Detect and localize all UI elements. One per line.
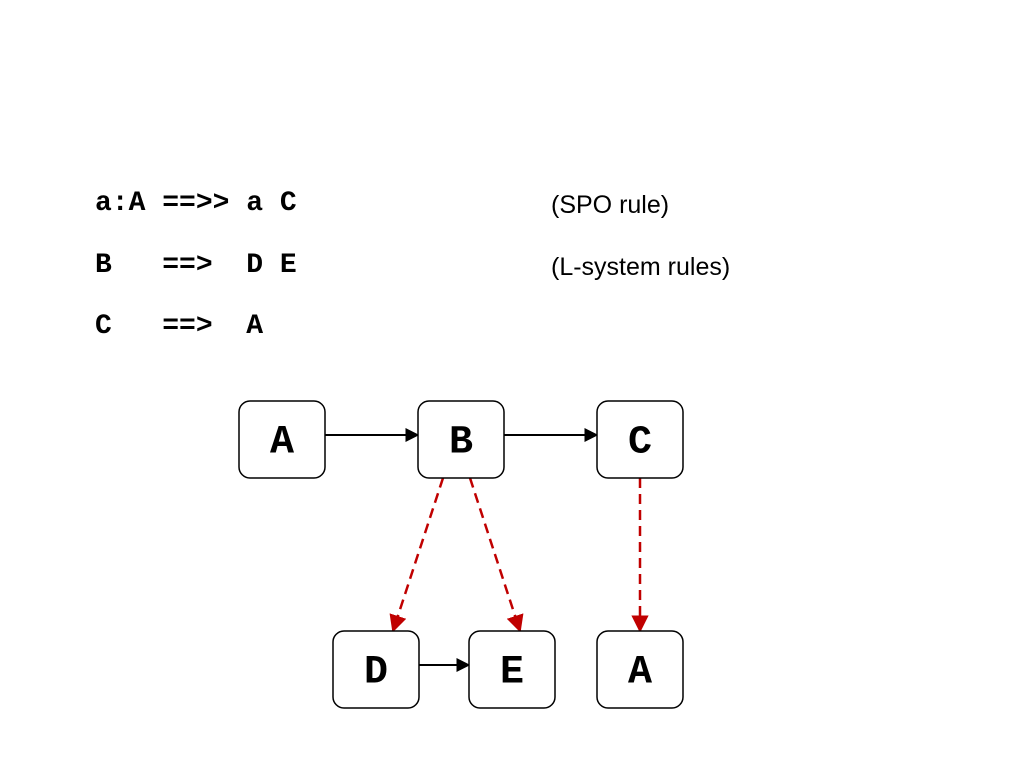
node-box bbox=[238, 400, 326, 479]
rule-3-code: C ==> A bbox=[95, 311, 264, 342]
node-a1: A bbox=[238, 400, 326, 479]
rule-1-note: (SPO rule) bbox=[551, 191, 670, 219]
node-label: C bbox=[628, 421, 652, 466]
node-b1: B bbox=[417, 400, 505, 479]
node-label: E bbox=[500, 651, 524, 696]
rule-2-note: (L-system rules) bbox=[551, 253, 731, 281]
node-label: A bbox=[270, 421, 294, 466]
nodes-layer: A B C D E A bbox=[238, 400, 684, 709]
node-e2: E bbox=[468, 630, 556, 709]
node-label: B bbox=[449, 421, 473, 466]
node-box bbox=[332, 630, 420, 709]
edges-layer bbox=[325, 428, 649, 672]
node-label: A bbox=[628, 651, 652, 696]
node-d2: D bbox=[332, 630, 420, 709]
node-box bbox=[596, 400, 684, 479]
node-box bbox=[468, 630, 556, 709]
node-label: D bbox=[364, 651, 388, 696]
rule-2-code: B ==> D E bbox=[95, 250, 297, 281]
node-box bbox=[596, 630, 684, 709]
edge-b1-d2 bbox=[389, 477, 445, 633]
node-box bbox=[417, 400, 505, 479]
node-c1: C bbox=[596, 400, 684, 479]
rule-1-code: a:A ==>> a C bbox=[95, 188, 297, 219]
node-a2: A bbox=[596, 630, 684, 709]
edge-b1-e2 bbox=[468, 477, 524, 633]
